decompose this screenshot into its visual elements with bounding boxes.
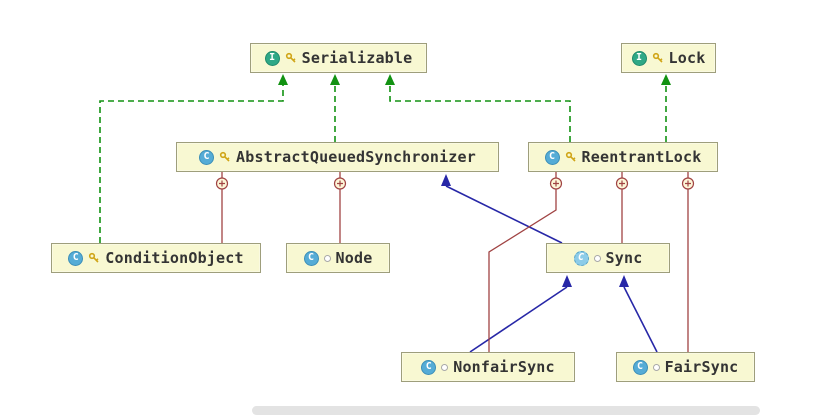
edge-extends-nonfairsync-sync (469, 286, 568, 353)
class-name-label: Sync (605, 249, 643, 267)
class-node-reentrantlock[interactable]: C ReentrantLock (528, 142, 718, 172)
class-node-abstractqueuedsynchronizer[interactable]: C AbstractQueuedSynchronizer (176, 142, 499, 172)
edge-implements-reentrantlock-serializable (389, 85, 571, 142)
arrowhead-implements-icon (330, 74, 340, 85)
edge-extends-fairsync-sync (623, 286, 658, 353)
class-name-label: Node (335, 249, 373, 267)
class-node-fairsync[interactable]: C FairSync (616, 352, 755, 382)
class-icon: C (199, 149, 214, 165)
class-name-label: AbstractQueuedSynchronizer (236, 148, 476, 166)
class-icon: C (544, 149, 560, 165)
class-name-label: ReentrantLock (581, 148, 702, 166)
class-node-lock[interactable]: I Lock (621, 43, 716, 73)
class-name-label: Lock (668, 49, 706, 67)
arrowhead-implements-icon (278, 74, 288, 85)
class-node-node[interactable]: C Node (286, 243, 390, 273)
edge-extends-sync-aqs (445, 185, 563, 244)
key-icon (565, 151, 577, 163)
interface-icon: I (264, 50, 280, 66)
package-visibility-icon (593, 254, 601, 262)
interface-icon: I (631, 50, 647, 66)
class-name-label: FairSync (664, 358, 739, 376)
edge-innerclass-reentrantlock-nonfairsync (488, 172, 557, 352)
arrowhead-extends-icon (562, 275, 572, 287)
key-icon (219, 151, 231, 163)
abstract-class-icon: C (573, 250, 589, 266)
class-node-conditionobject[interactable]: C ConditionObject (51, 243, 261, 273)
edge-implements-conditionobject-serializable (99, 85, 284, 243)
class-name-label: ConditionObject (105, 249, 244, 267)
key-icon (88, 252, 100, 264)
class-name-label: NonfairSync (453, 358, 555, 376)
arrowhead-implements-icon (385, 74, 395, 85)
arrowhead-extends-icon (441, 174, 451, 186)
innerclass-plus-anchors (215, 177, 695, 190)
class-icon: C (303, 250, 319, 266)
class-icon: C (632, 359, 648, 375)
class-icon: C (421, 359, 437, 375)
package-visibility-icon (323, 254, 331, 262)
package-visibility-icon (441, 363, 449, 371)
key-icon (652, 52, 664, 64)
arrowhead-implements-icon (661, 74, 671, 85)
class-node-nonfairsync[interactable]: C NonfairSync (401, 352, 575, 382)
class-icon: C (68, 250, 84, 266)
class-node-sync[interactable]: C Sync (546, 243, 670, 273)
arrowhead-extends-icon (619, 275, 629, 287)
class-node-serializable[interactable]: I Serializable (250, 43, 427, 73)
package-visibility-icon (652, 363, 660, 371)
key-icon (285, 52, 297, 64)
horizontal-scrollbar[interactable] (252, 406, 760, 415)
class-name-label: Serializable (301, 49, 413, 67)
